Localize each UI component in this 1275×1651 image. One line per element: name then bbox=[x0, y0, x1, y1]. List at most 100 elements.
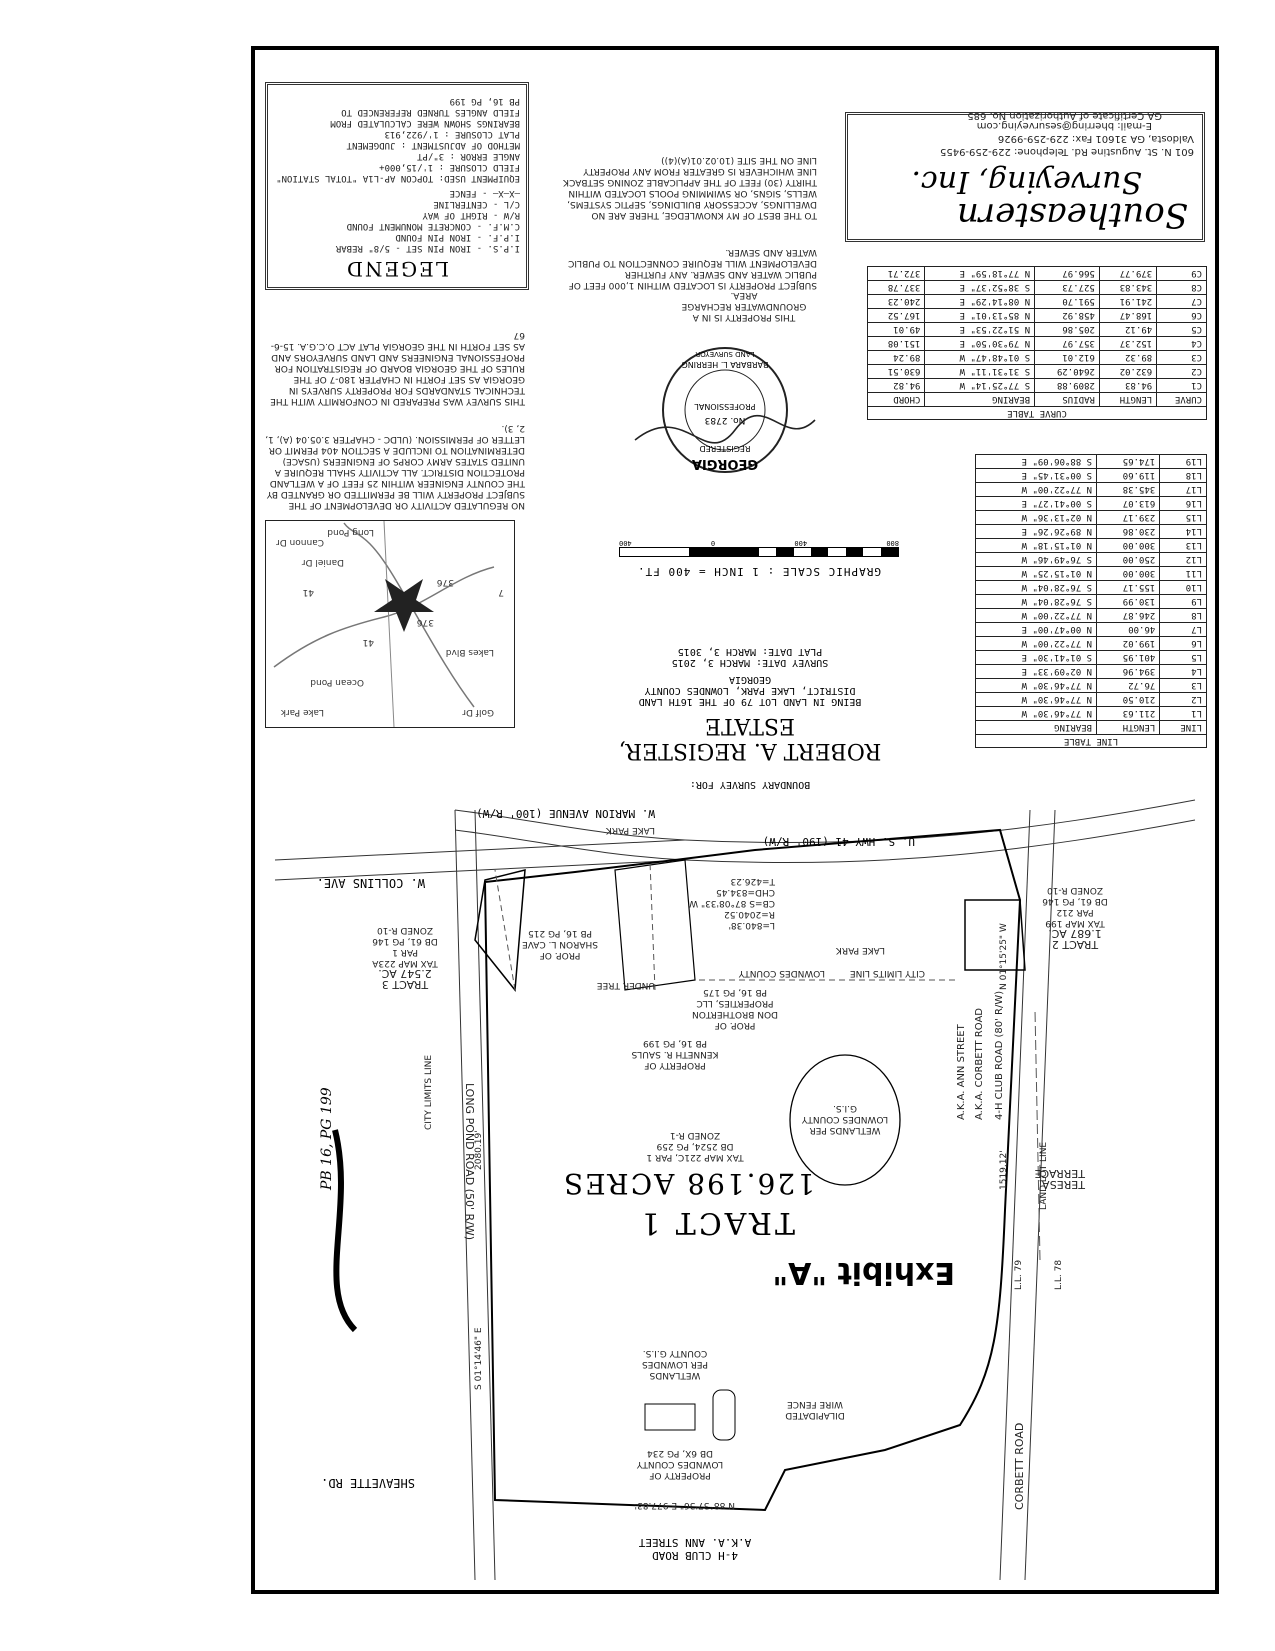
curve-data-3: CB=S 87°08'33" W bbox=[689, 898, 775, 908]
line-table-cell: L9 bbox=[1159, 594, 1207, 609]
fence-2: WIRE FENCE bbox=[787, 1399, 843, 1409]
legend-equipment-line: FIELD ANGLES TURNED REFERENCED TO bbox=[341, 107, 520, 117]
wetlands-1: WETLANDS PER bbox=[809, 1125, 881, 1135]
seal-number: No. 2783 bbox=[705, 415, 746, 425]
bearing-bottom: N 88°37'36" E 977.83' bbox=[635, 1499, 735, 1510]
curve-table-cell: C9 bbox=[1156, 266, 1207, 281]
lowndes-prop-1: PROPERTY OF bbox=[649, 1470, 711, 1480]
city-limits-line bbox=[494, 869, 516, 991]
vicinity-label: 41 bbox=[302, 587, 314, 597]
tract2-title: TRACT 2 bbox=[1051, 938, 1099, 951]
line-table-header: BEARING bbox=[975, 720, 1097, 735]
legend-item: C.M.F. - CONCRETE MONUMENT FOUND bbox=[346, 221, 520, 231]
cave-2: SHARON L. CAVE bbox=[522, 939, 599, 949]
line-table-header: LINE bbox=[1159, 720, 1207, 735]
legend-equipment-line: PLAT CLOSURE : 1'/922,913 bbox=[384, 129, 520, 139]
tract2-label: TRACT 2 1.687 AC. TAX MAP 199 PAR 212 DB… bbox=[1025, 884, 1125, 951]
line-table-cell: S 01°41'30" E bbox=[975, 650, 1097, 665]
curve-table-cell: N 77°18'59" E bbox=[924, 266, 1035, 281]
curve-table-cell: N 79°30'50" E bbox=[924, 336, 1035, 351]
line-table-cell: 250.00 bbox=[1096, 552, 1160, 567]
long-pond-rw: (50' R/W) bbox=[463, 1188, 476, 1240]
hwy-label: U. S. HWY 41 (190' R/W) bbox=[763, 835, 915, 848]
collins-label: W. COLLINS AVE. bbox=[316, 876, 425, 890]
sauls-label: PROPERTY OF KENNETH R. SAULS PB 16, PG 1… bbox=[615, 1037, 735, 1070]
right-road-edge bbox=[1024, 809, 1056, 1581]
tract1-db-line: DB 2524, PG 259 bbox=[656, 1141, 734, 1151]
wetlands-small bbox=[712, 1389, 736, 1441]
line-table-cell: N 77°46'30" W bbox=[975, 692, 1097, 707]
line-table-cell: 174.65 bbox=[1096, 454, 1160, 469]
line-table-header: LENGTH bbox=[1096, 720, 1160, 735]
marion-ave: W. MARION AVENUE bbox=[549, 807, 655, 820]
wetlands2-label: WETLANDS PER LOWNDES COUNTY G.I.S. bbox=[625, 1347, 725, 1380]
firm-city: Valdosta, GA 31601 Fax: 229-259-9926 bbox=[997, 133, 1194, 144]
curve-table-cell: C5 bbox=[1156, 322, 1207, 337]
line-table-cell: L14 bbox=[1159, 524, 1207, 539]
scale-tick: 0 bbox=[710, 539, 716, 547]
club-right-label: 4-H CLUB ROAD (80' R/W) bbox=[994, 991, 1005, 1120]
tract1-boundary bbox=[483, 828, 1022, 1512]
curve-table-cell: 152.37 bbox=[1099, 336, 1157, 351]
line-table-cell: 130.99 bbox=[1096, 594, 1160, 609]
legend-equipment-line: ANGLE ERROR : 3"/PT bbox=[417, 151, 520, 161]
club-bottom-2: A.K.A. ANN STREET bbox=[638, 1536, 752, 1549]
title-location-line3: GEORGIA bbox=[728, 674, 772, 685]
line-table-cell: 119.60 bbox=[1096, 468, 1160, 483]
curve-table-header: CHORD bbox=[867, 392, 925, 407]
legend-item: I.P.S. - IRON PIN SET - 5/8" REBAR bbox=[335, 243, 520, 253]
line-table-cell: L10 bbox=[1159, 580, 1207, 595]
cave-3: PB 16, PG 215 bbox=[527, 928, 593, 938]
note-sewer: SUBJECT PROPERTY IS LOCATED WITHIN 1,000… bbox=[568, 247, 817, 290]
curve-table-cell: 527.73 bbox=[1034, 280, 1100, 295]
hwy-name: U. S. HWY 41 bbox=[835, 835, 915, 848]
tract3-label: TRACT 3 2.547 AC. TAX MAP 223A PAR 1 DB … bbox=[355, 924, 455, 991]
under-tree-label: UNDER TREE bbox=[596, 980, 655, 990]
marion-rw: (100' R/W) bbox=[476, 807, 543, 820]
line-table-cell: 46.00 bbox=[1096, 622, 1160, 637]
legend-equipment-line: BEARINGS SHOWN WERE CALCULATED FROM bbox=[330, 118, 520, 128]
left-road-edge bbox=[474, 809, 496, 1581]
wetlands2-1: WETLANDS bbox=[649, 1370, 701, 1380]
legend-item: —X—X— - FENCE bbox=[449, 188, 520, 198]
line-table-cell: N 77°22'00" W bbox=[975, 482, 1097, 497]
marion-avenue-label: W. MARION AVENUE (100' R/W) bbox=[476, 807, 655, 820]
curve-table-cell: S 01°48'47" W bbox=[924, 350, 1035, 365]
curve-table-cell: 591.70 bbox=[1034, 294, 1100, 309]
line-table-cell: L2 bbox=[1159, 692, 1207, 707]
line-table-cell: L15 bbox=[1159, 510, 1207, 525]
curve-table-cell: 205.86 bbox=[1034, 322, 1100, 337]
legend-title: LEGEND bbox=[345, 257, 449, 281]
city-limits-line bbox=[649, 861, 656, 991]
line-table-cell: L6 bbox=[1159, 636, 1207, 651]
curve-data-5: T=426.23 bbox=[730, 876, 775, 886]
curve-table-cell: 151.08 bbox=[867, 336, 925, 351]
note-recharge: THIS PROPERTY IS IN A GROUNDWATER RECHAR… bbox=[681, 290, 807, 322]
curve-table-cell: N 08°14'29" E bbox=[924, 294, 1035, 309]
firm-authorization: GA Certificate of Authorization No. 685 bbox=[967, 110, 1162, 121]
curve-table-cell: C2 bbox=[1156, 364, 1207, 379]
road-edge bbox=[454, 819, 1196, 864]
curve-table-cell: 167.52 bbox=[867, 308, 925, 323]
tract1-tax: TAX MAP 221C, PAR 1 DB 2524, PG 259 ZONE… bbox=[615, 1129, 775, 1162]
line-table-cell: 300.00 bbox=[1096, 566, 1160, 581]
firm-name-line1: Southeastern bbox=[957, 195, 1188, 235]
tract2-zoned: ZONED R-10 bbox=[1046, 885, 1104, 895]
line-table-cell: S 76°28'04" W bbox=[975, 580, 1097, 595]
line-table-cell: N 77°46'30" W bbox=[975, 678, 1097, 693]
vicinity-label: Daniel Dr bbox=[301, 557, 344, 567]
line-table-cell: 155.17 bbox=[1096, 580, 1160, 595]
curve-table-cell: 343.83 bbox=[1099, 280, 1157, 295]
seal-state: GEORGIA bbox=[692, 456, 758, 471]
tract1-zoned-line: ZONED R-1 bbox=[669, 1130, 721, 1140]
